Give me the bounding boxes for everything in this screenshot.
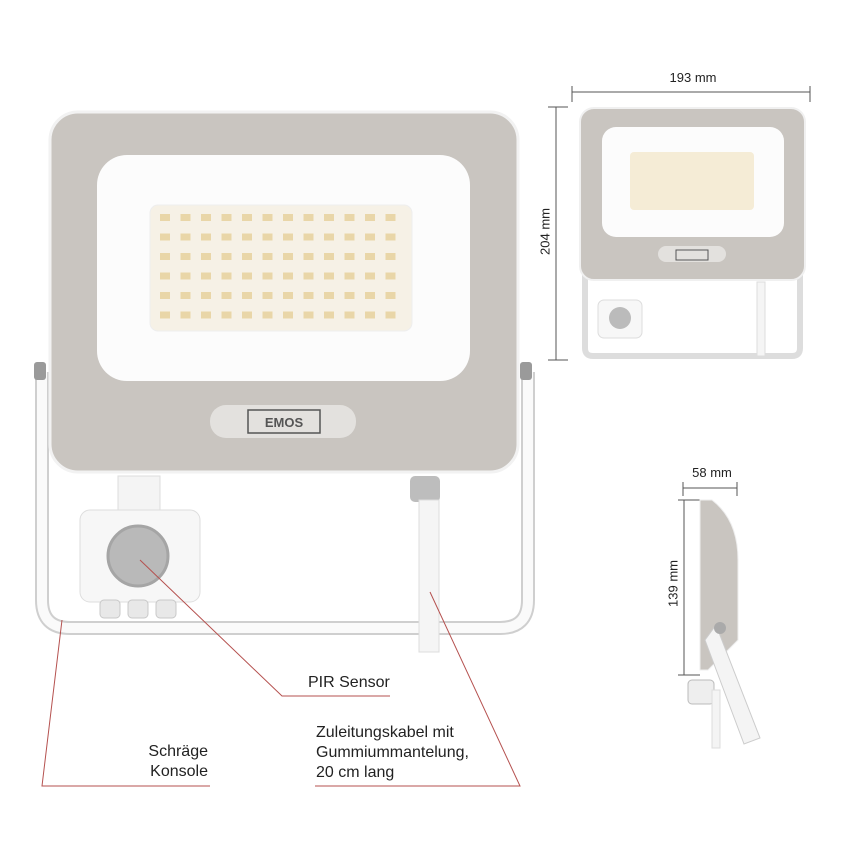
led-chip xyxy=(365,272,375,280)
led-chip xyxy=(262,292,273,299)
led-chip xyxy=(365,253,375,260)
led-chip xyxy=(160,311,170,319)
led-chip xyxy=(283,292,293,299)
led-chip xyxy=(303,233,314,241)
led-chip xyxy=(303,253,314,260)
cable-gland xyxy=(410,476,440,502)
leader-lines xyxy=(41,559,521,787)
led-chip xyxy=(283,272,293,280)
led-chip xyxy=(324,292,334,299)
led-chip xyxy=(180,292,191,299)
led-chip xyxy=(385,233,396,241)
led-chip xyxy=(242,214,252,221)
led-chip xyxy=(242,292,252,299)
brand-logo xyxy=(247,409,321,434)
led-chip xyxy=(201,311,211,319)
led-chip xyxy=(365,311,375,319)
led-chip xyxy=(242,233,252,241)
led-chip xyxy=(180,233,191,241)
pivot-screw-left xyxy=(34,362,46,380)
front-view-small xyxy=(579,107,806,359)
pir-sensor-label: PIR Sensor xyxy=(308,674,390,691)
sensor-neck xyxy=(117,475,161,515)
brand-logo-text: EMOS xyxy=(265,415,304,430)
led-chip xyxy=(324,233,334,241)
led-chip xyxy=(262,214,273,221)
sensor-knobs xyxy=(99,599,177,619)
width-dimension: 193 mm xyxy=(669,70,717,85)
led-chip xyxy=(385,311,396,319)
led-chip xyxy=(262,253,273,260)
led-chip xyxy=(262,272,273,280)
led-chip xyxy=(344,214,355,221)
led-chip xyxy=(160,292,170,299)
led-chip xyxy=(221,233,232,241)
height-dimension: 204 mm xyxy=(537,208,553,255)
side-view xyxy=(687,499,761,749)
led-chip xyxy=(365,292,375,299)
led-chip xyxy=(201,292,211,299)
led-chip xyxy=(385,253,396,260)
bracket xyxy=(35,372,535,635)
led-chip xyxy=(324,272,334,280)
led-chip xyxy=(344,233,355,241)
led-chip xyxy=(201,272,211,280)
led-chip xyxy=(303,214,314,221)
led-chip xyxy=(344,272,355,280)
led-chip xyxy=(221,253,232,260)
led-chip xyxy=(303,311,314,319)
led-chip xyxy=(324,253,334,260)
depth-dimension: 58 mm xyxy=(692,465,732,480)
led-chip xyxy=(324,311,334,319)
led-chip xyxy=(303,292,314,299)
dimension-lines xyxy=(548,86,811,676)
side-height-dimension: 139 mm xyxy=(665,560,681,607)
led-chip xyxy=(201,253,211,260)
led-chip xyxy=(344,311,355,319)
led-chip xyxy=(221,272,232,280)
led-chip xyxy=(221,292,232,299)
led-chip xyxy=(262,233,273,241)
led-chip xyxy=(201,233,211,241)
led-chip xyxy=(180,253,191,260)
cable-label-line3: 20 cm lang xyxy=(316,764,395,781)
led-chip xyxy=(385,292,396,299)
led-chip xyxy=(283,253,293,260)
led-chip xyxy=(180,214,191,221)
led-chip xyxy=(324,214,334,221)
led-chip xyxy=(160,214,170,221)
led-chip xyxy=(365,214,375,221)
cable-label-line2: Gummiummantelung, xyxy=(316,744,469,761)
led-chip xyxy=(365,233,375,241)
led-chip xyxy=(180,272,191,280)
led-chip xyxy=(242,272,252,280)
led-chip xyxy=(385,272,396,280)
pir-lens xyxy=(106,524,170,588)
led-chip xyxy=(283,311,293,319)
led-chip xyxy=(180,311,191,319)
led-chip xyxy=(160,233,170,241)
pivot-screw-right xyxy=(520,362,532,380)
cable-label-line1: Zuleitungskabel mit xyxy=(316,724,454,741)
led-chip xyxy=(160,272,170,280)
cable xyxy=(418,499,440,653)
led-chip xyxy=(221,311,232,319)
led-grid xyxy=(160,214,396,319)
led-chip xyxy=(242,311,252,319)
led-chip xyxy=(221,214,232,221)
led-chip xyxy=(385,214,396,221)
led-chip xyxy=(201,214,211,221)
led-chip xyxy=(344,292,355,299)
bracket-label-line1: Schräge xyxy=(148,743,208,760)
bracket-label-line2: Konsole xyxy=(150,763,208,780)
led-chip xyxy=(242,253,252,260)
led-chip xyxy=(283,214,293,221)
led-chip xyxy=(262,311,273,319)
led-chip xyxy=(160,253,170,260)
led-chip xyxy=(283,233,293,241)
led-chip xyxy=(344,253,355,260)
led-chip xyxy=(303,272,314,280)
